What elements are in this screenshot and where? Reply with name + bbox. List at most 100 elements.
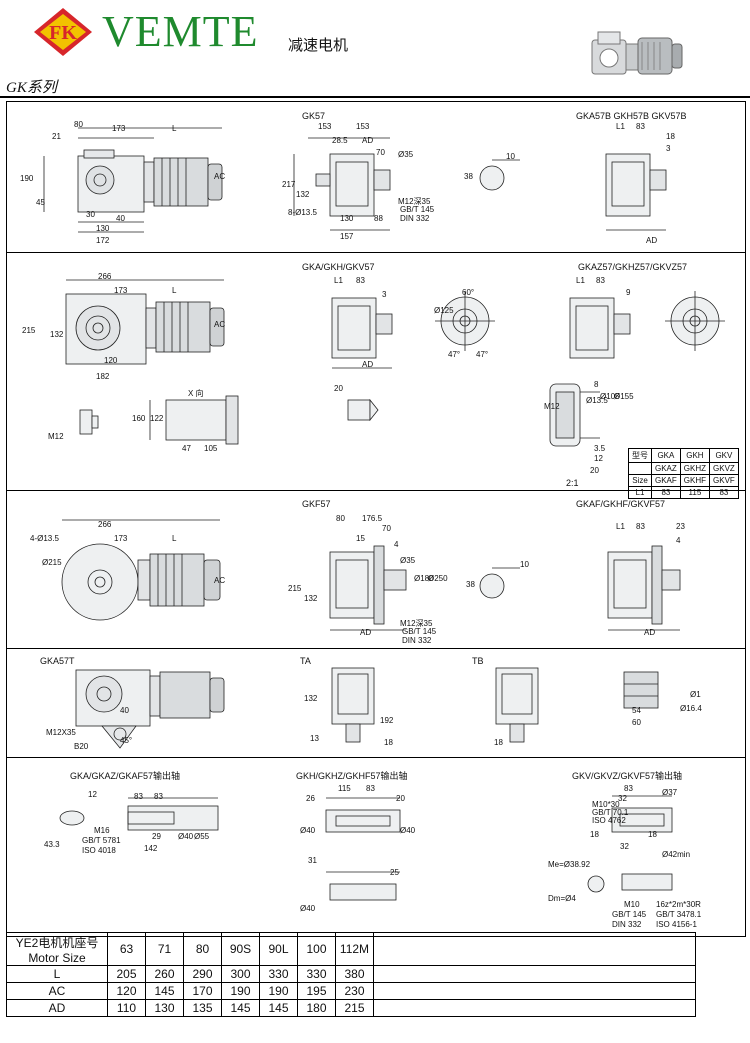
table-cell: 120 bbox=[107, 982, 146, 1000]
dim-label: 18 bbox=[648, 830, 657, 839]
table-cell: L1 bbox=[628, 486, 652, 499]
dim-label: M12深35 bbox=[398, 197, 431, 206]
dim-label: 26 bbox=[306, 794, 315, 803]
dim-label: 45 bbox=[36, 198, 45, 207]
table-cell: 330 bbox=[259, 965, 298, 983]
header-rule bbox=[0, 96, 750, 98]
dim-label: 60 bbox=[632, 718, 641, 727]
table-cell: 83 bbox=[651, 486, 681, 499]
gka57-side-view-drawing bbox=[65, 279, 225, 365]
table-cell: 90L bbox=[259, 932, 298, 966]
dim-label: 16z*2m*30R bbox=[656, 900, 701, 909]
dim-label: 40 bbox=[120, 706, 129, 715]
dim-label: AC bbox=[214, 576, 226, 585]
dim-label: 47 bbox=[182, 444, 191, 453]
dim-label: 173 bbox=[114, 286, 128, 295]
table-cell: AC bbox=[6, 982, 108, 1000]
table-cell: 290 bbox=[183, 965, 222, 983]
gkf57-side-view-drawing bbox=[61, 519, 221, 621]
dim-label: 8 bbox=[594, 380, 599, 389]
dim-label: 132 bbox=[50, 330, 64, 339]
tb-torque-arm-drawing bbox=[495, 667, 539, 743]
gka57-x-direction-view-drawing bbox=[149, 395, 239, 445]
dim-label: DIN 332 bbox=[400, 214, 430, 223]
dim-label: 80 bbox=[74, 120, 83, 129]
table-cell: 112M bbox=[335, 932, 374, 966]
page-header: FK VEMTE 减速电机 GK系列 bbox=[0, 0, 750, 96]
dim-label: Ø37 bbox=[662, 788, 678, 797]
dim-label: 105 bbox=[204, 444, 218, 453]
dim-label: Ø180 bbox=[414, 574, 434, 583]
dim-label: Dm=Ø4 bbox=[548, 894, 576, 903]
dim-label: 30 bbox=[86, 210, 95, 219]
row-separator bbox=[6, 648, 746, 649]
row-separator bbox=[6, 490, 746, 491]
dim-label: 20 bbox=[334, 384, 343, 393]
motor-size-label-en: Motor Size bbox=[28, 950, 86, 965]
table-cell: 205 bbox=[107, 965, 146, 983]
table-row: AC 120 145 170 190 190 195 230 bbox=[6, 982, 696, 1000]
dim-label: L1 bbox=[616, 122, 625, 131]
panel-title-gkaf57: GKAF/GKHF/GKVF57 bbox=[576, 499, 666, 509]
series-label: GK系列 bbox=[6, 80, 57, 96]
dim-label: 12 bbox=[88, 790, 97, 799]
dim-label: GB/T 145 bbox=[612, 910, 647, 919]
dim-label: 160 bbox=[132, 414, 146, 423]
dim-label: B20 bbox=[74, 742, 89, 751]
dim-label: 32 bbox=[620, 842, 629, 851]
scale-ratio: 2:1 bbox=[566, 478, 579, 488]
dim-label: 157 bbox=[340, 232, 354, 241]
dim-label: GB/T 145 bbox=[402, 627, 437, 636]
dim-label: AC bbox=[214, 320, 226, 329]
table-cell: 180 bbox=[297, 999, 336, 1017]
dim-label: 10 bbox=[520, 560, 529, 569]
gka57b-front-view-drawing bbox=[605, 153, 667, 231]
panel-title-gka-output-shaft: GKA/GKAZ/GKAF57输出轴 bbox=[70, 771, 181, 781]
dim-label: AD bbox=[362, 360, 374, 369]
dim-label: 266 bbox=[98, 520, 112, 529]
table-cell: 145 bbox=[145, 982, 184, 1000]
table-cell: L bbox=[6, 965, 108, 983]
table-cell bbox=[373, 999, 696, 1017]
gka57-shaft-end-drawing bbox=[79, 409, 99, 435]
table-cell: Size bbox=[628, 474, 652, 487]
dim-label: 18 bbox=[384, 738, 393, 747]
panel-title-gk57: GK57 bbox=[302, 111, 326, 121]
table-row: AD 110 130 135 145 145 180 215 bbox=[6, 999, 696, 1017]
dim-label: 8-Ø13.5 bbox=[288, 208, 317, 217]
dim-label: M12 bbox=[544, 402, 560, 411]
dim-label: 25 bbox=[390, 868, 399, 877]
table-cell bbox=[373, 965, 696, 983]
gkf57-shaft-key-drawing bbox=[479, 567, 520, 599]
dim-label: GB/T 70.1 bbox=[592, 808, 629, 817]
dim-label: 83 bbox=[596, 276, 605, 285]
dim-label: L1 bbox=[616, 522, 625, 531]
table-cell: 110 bbox=[107, 999, 146, 1017]
dim-label: 60° bbox=[462, 288, 475, 297]
table-cell: 330 bbox=[297, 965, 336, 983]
table-cell: 145 bbox=[221, 999, 260, 1017]
dim-label: 15 bbox=[356, 534, 365, 543]
dim-label: 83 bbox=[366, 784, 375, 793]
table-cell: GKAZ bbox=[651, 462, 681, 475]
dim-label: 132 bbox=[304, 594, 318, 603]
dim-label: 83 bbox=[636, 122, 645, 131]
table-cell: 63 bbox=[107, 932, 146, 966]
dim-label: Ø35 bbox=[398, 150, 414, 159]
dim-label: M12X35 bbox=[46, 728, 76, 737]
dim-label: AD bbox=[644, 628, 656, 637]
dim-label: 18 bbox=[590, 830, 599, 839]
dim-label: 47° bbox=[476, 350, 489, 359]
dim-label: 130 bbox=[96, 224, 110, 233]
table-cell: 型号 bbox=[628, 448, 652, 463]
dim-label: 132 bbox=[296, 190, 310, 199]
gk57-front-view-drawing bbox=[293, 137, 391, 231]
dim-label: 3 bbox=[382, 290, 387, 299]
dim-label: 130 bbox=[340, 214, 354, 223]
table-cell: 100 bbox=[297, 932, 336, 966]
dim-label: 153 bbox=[356, 122, 370, 131]
table-cell: GKH bbox=[679, 448, 711, 463]
row-separator bbox=[6, 252, 746, 253]
dim-label: 10 bbox=[506, 152, 515, 161]
